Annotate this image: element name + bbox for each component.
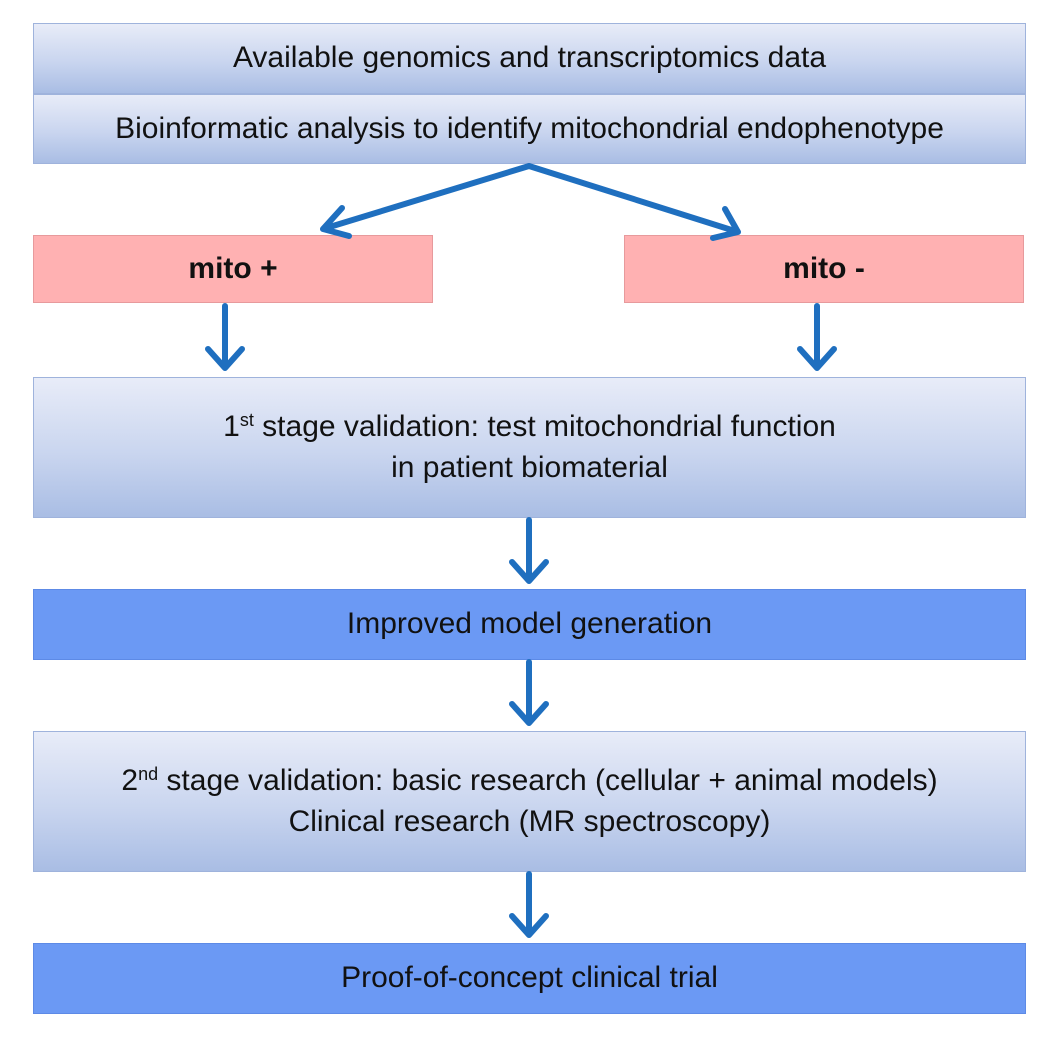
stage1-line2: in patient biomaterial xyxy=(391,450,668,484)
stage2-number: 2 xyxy=(121,764,139,797)
improved-model-label: Improved model generation xyxy=(346,607,713,641)
analysis-box-label: Bioinformatic analysis to identify mitoc… xyxy=(115,111,944,145)
stage2-line1: 2nd stage validation: basic research (ce… xyxy=(121,761,937,802)
stage2-line2: Clinical research (MR spectroscopy) xyxy=(288,804,771,838)
arrow-to-mito-minus xyxy=(526,163,741,241)
mito-minus-label: mito - xyxy=(783,251,865,285)
clinical-trial-box: Proof-of-concept clinical trial xyxy=(33,943,1026,1014)
clinical-trial-label: Proof-of-concept clinical trial xyxy=(341,961,718,995)
stage1-line1: 1st stage validation: test mitochondrial… xyxy=(223,407,836,448)
mito-plus-box: mito + xyxy=(33,235,433,303)
stage1-number: 1 xyxy=(223,410,240,443)
arrow-mito-plus-to-stage1 xyxy=(205,303,245,371)
arrow-model-to-stage2 xyxy=(509,659,549,726)
data-box-label: Available genomics and transcriptomics d… xyxy=(232,41,827,75)
arrow-mito-minus-to-stage1 xyxy=(797,303,837,371)
stage1-line1-text: stage validation: test mitochondrial fun… xyxy=(253,410,836,443)
data-box: Available genomics and transcriptomics d… xyxy=(33,23,1026,94)
stage1-ordinal: st xyxy=(239,410,254,431)
arrow-stage1-to-model xyxy=(509,517,549,584)
arrow-stage2-to-trial xyxy=(509,871,549,938)
mito-minus-box: mito - xyxy=(624,235,1024,303)
stage2-ordinal: nd xyxy=(138,764,159,785)
improved-model-box: Improved model generation xyxy=(33,589,1026,660)
stage1-validation-box: 1st stage validation: test mitochondrial… xyxy=(33,377,1026,518)
stage2-line1-text: stage validation: basic research (cellul… xyxy=(158,764,938,797)
stage2-validation-box: 2nd stage validation: basic research (ce… xyxy=(33,731,1026,872)
arrow-to-mito-plus xyxy=(320,163,532,239)
mito-plus-label: mito + xyxy=(188,251,278,285)
